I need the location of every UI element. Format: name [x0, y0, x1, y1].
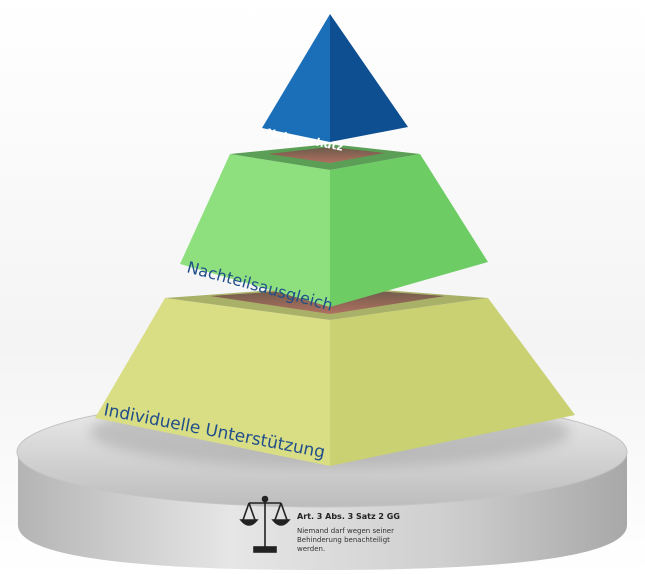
pyramid-tier-middle [180, 144, 488, 307]
law-text-line-2: Behinderung benachteiligt [297, 536, 390, 544]
pyramid-tier-top [262, 14, 408, 142]
scales-of-justice-icon [239, 495, 291, 553]
law-title: Art. 3 Abs. 3 Satz 2 GG [297, 512, 400, 521]
law-text-line-3: werden. [297, 545, 325, 553]
law-text-line-1: Niemand darf wegen seiner [297, 527, 394, 535]
